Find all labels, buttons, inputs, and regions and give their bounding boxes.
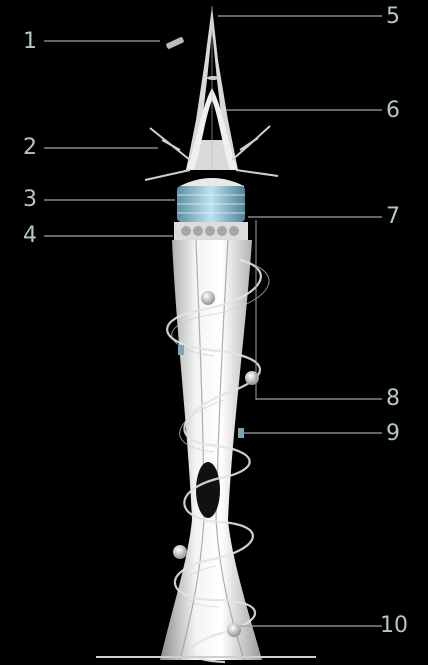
ground-line [96, 656, 316, 658]
callout-label-8: 8 [386, 388, 400, 410]
side-module [238, 428, 244, 438]
spire [186, 6, 238, 170]
observation-deck-glass [177, 186, 245, 222]
callout-label-9: 9 [386, 423, 400, 445]
callout-label-3: 3 [23, 189, 37, 211]
shaft-opening [196, 462, 220, 518]
callout-label-4: 4 [23, 225, 37, 247]
side-module [178, 345, 184, 355]
callout-label-5: 5 [386, 6, 400, 28]
callout-label-10: 10 [380, 615, 408, 637]
callout-label-1: 1 [23, 31, 37, 53]
beacon-element [166, 36, 185, 49]
callout-label-6: 6 [386, 100, 400, 122]
callout-label-2: 2 [23, 137, 37, 159]
callout-label-7: 7 [386, 206, 400, 228]
lower-deck [174, 222, 248, 240]
